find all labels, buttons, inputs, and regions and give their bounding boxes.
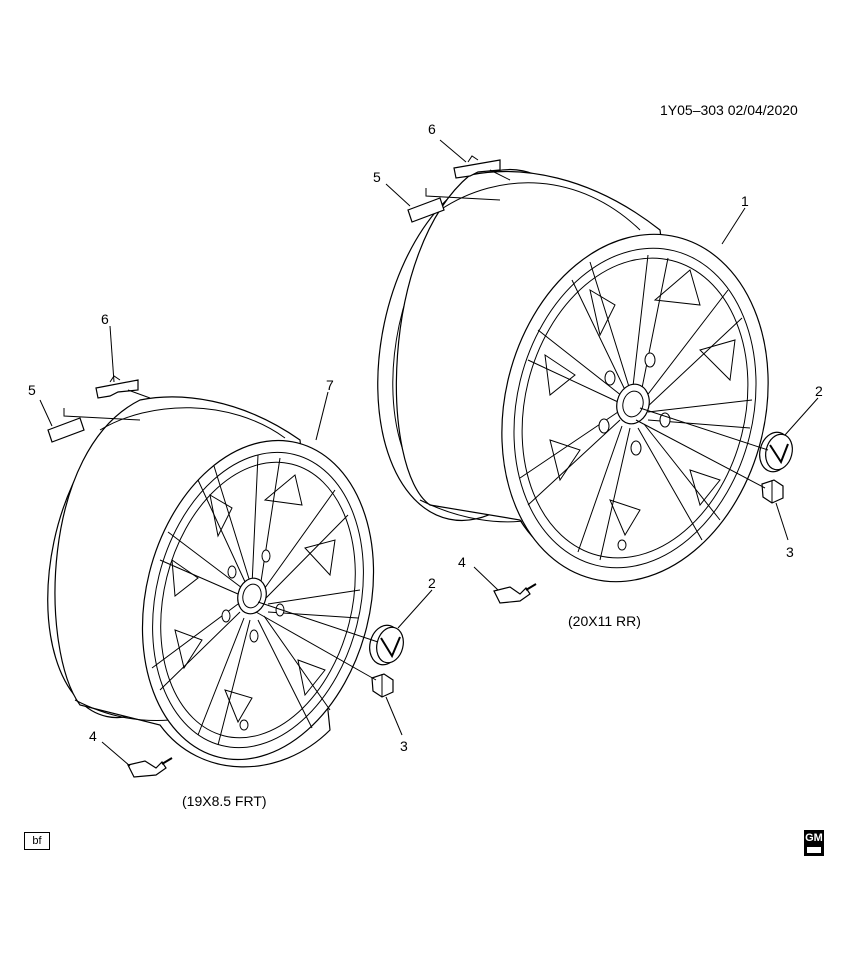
callout-front-6: 6 xyxy=(101,311,109,327)
diagram-reference: 1Y05–303 02/04/2020 xyxy=(660,102,798,118)
callout-rear-3: 3 xyxy=(786,544,794,560)
rear-wheel-caption: (20X11 RR) xyxy=(568,613,641,629)
callout-rear-5: 5 xyxy=(373,169,381,185)
callout-rear-6: 6 xyxy=(428,121,436,137)
rear-wheel-spokes xyxy=(519,254,753,561)
rear-balance-weight xyxy=(407,197,445,223)
front-wheel xyxy=(47,396,375,768)
callout-front-3: 3 xyxy=(400,738,408,754)
front-balance-clip xyxy=(95,379,139,399)
front-lug-nut xyxy=(371,673,394,698)
callout-rear-4: 4 xyxy=(458,554,466,570)
callout-rear-2: 2 xyxy=(815,383,823,399)
front-wheel-caption: (19X8.5 FRT) xyxy=(182,793,267,809)
rear-center-cap xyxy=(759,431,793,473)
callout-front-5: 5 xyxy=(28,382,36,398)
callout-rear-1: 1 xyxy=(741,193,749,209)
bf-tag: bf xyxy=(24,832,50,850)
rear-balance-clip xyxy=(453,159,501,179)
front-center-cap xyxy=(369,624,404,666)
callout-front-7: 7 xyxy=(326,377,334,393)
front-balance-weight xyxy=(47,417,85,443)
callout-front-2: 2 xyxy=(428,575,436,591)
front-tpms-sensor xyxy=(127,757,173,778)
callout-front-4: 4 xyxy=(89,728,97,744)
rear-wheel xyxy=(377,168,769,583)
rear-lug-nut xyxy=(761,479,784,504)
rear-tpms-sensor xyxy=(493,583,537,604)
front-wheel-spokes xyxy=(151,454,361,746)
gm-logo-icon: GM xyxy=(804,830,824,856)
